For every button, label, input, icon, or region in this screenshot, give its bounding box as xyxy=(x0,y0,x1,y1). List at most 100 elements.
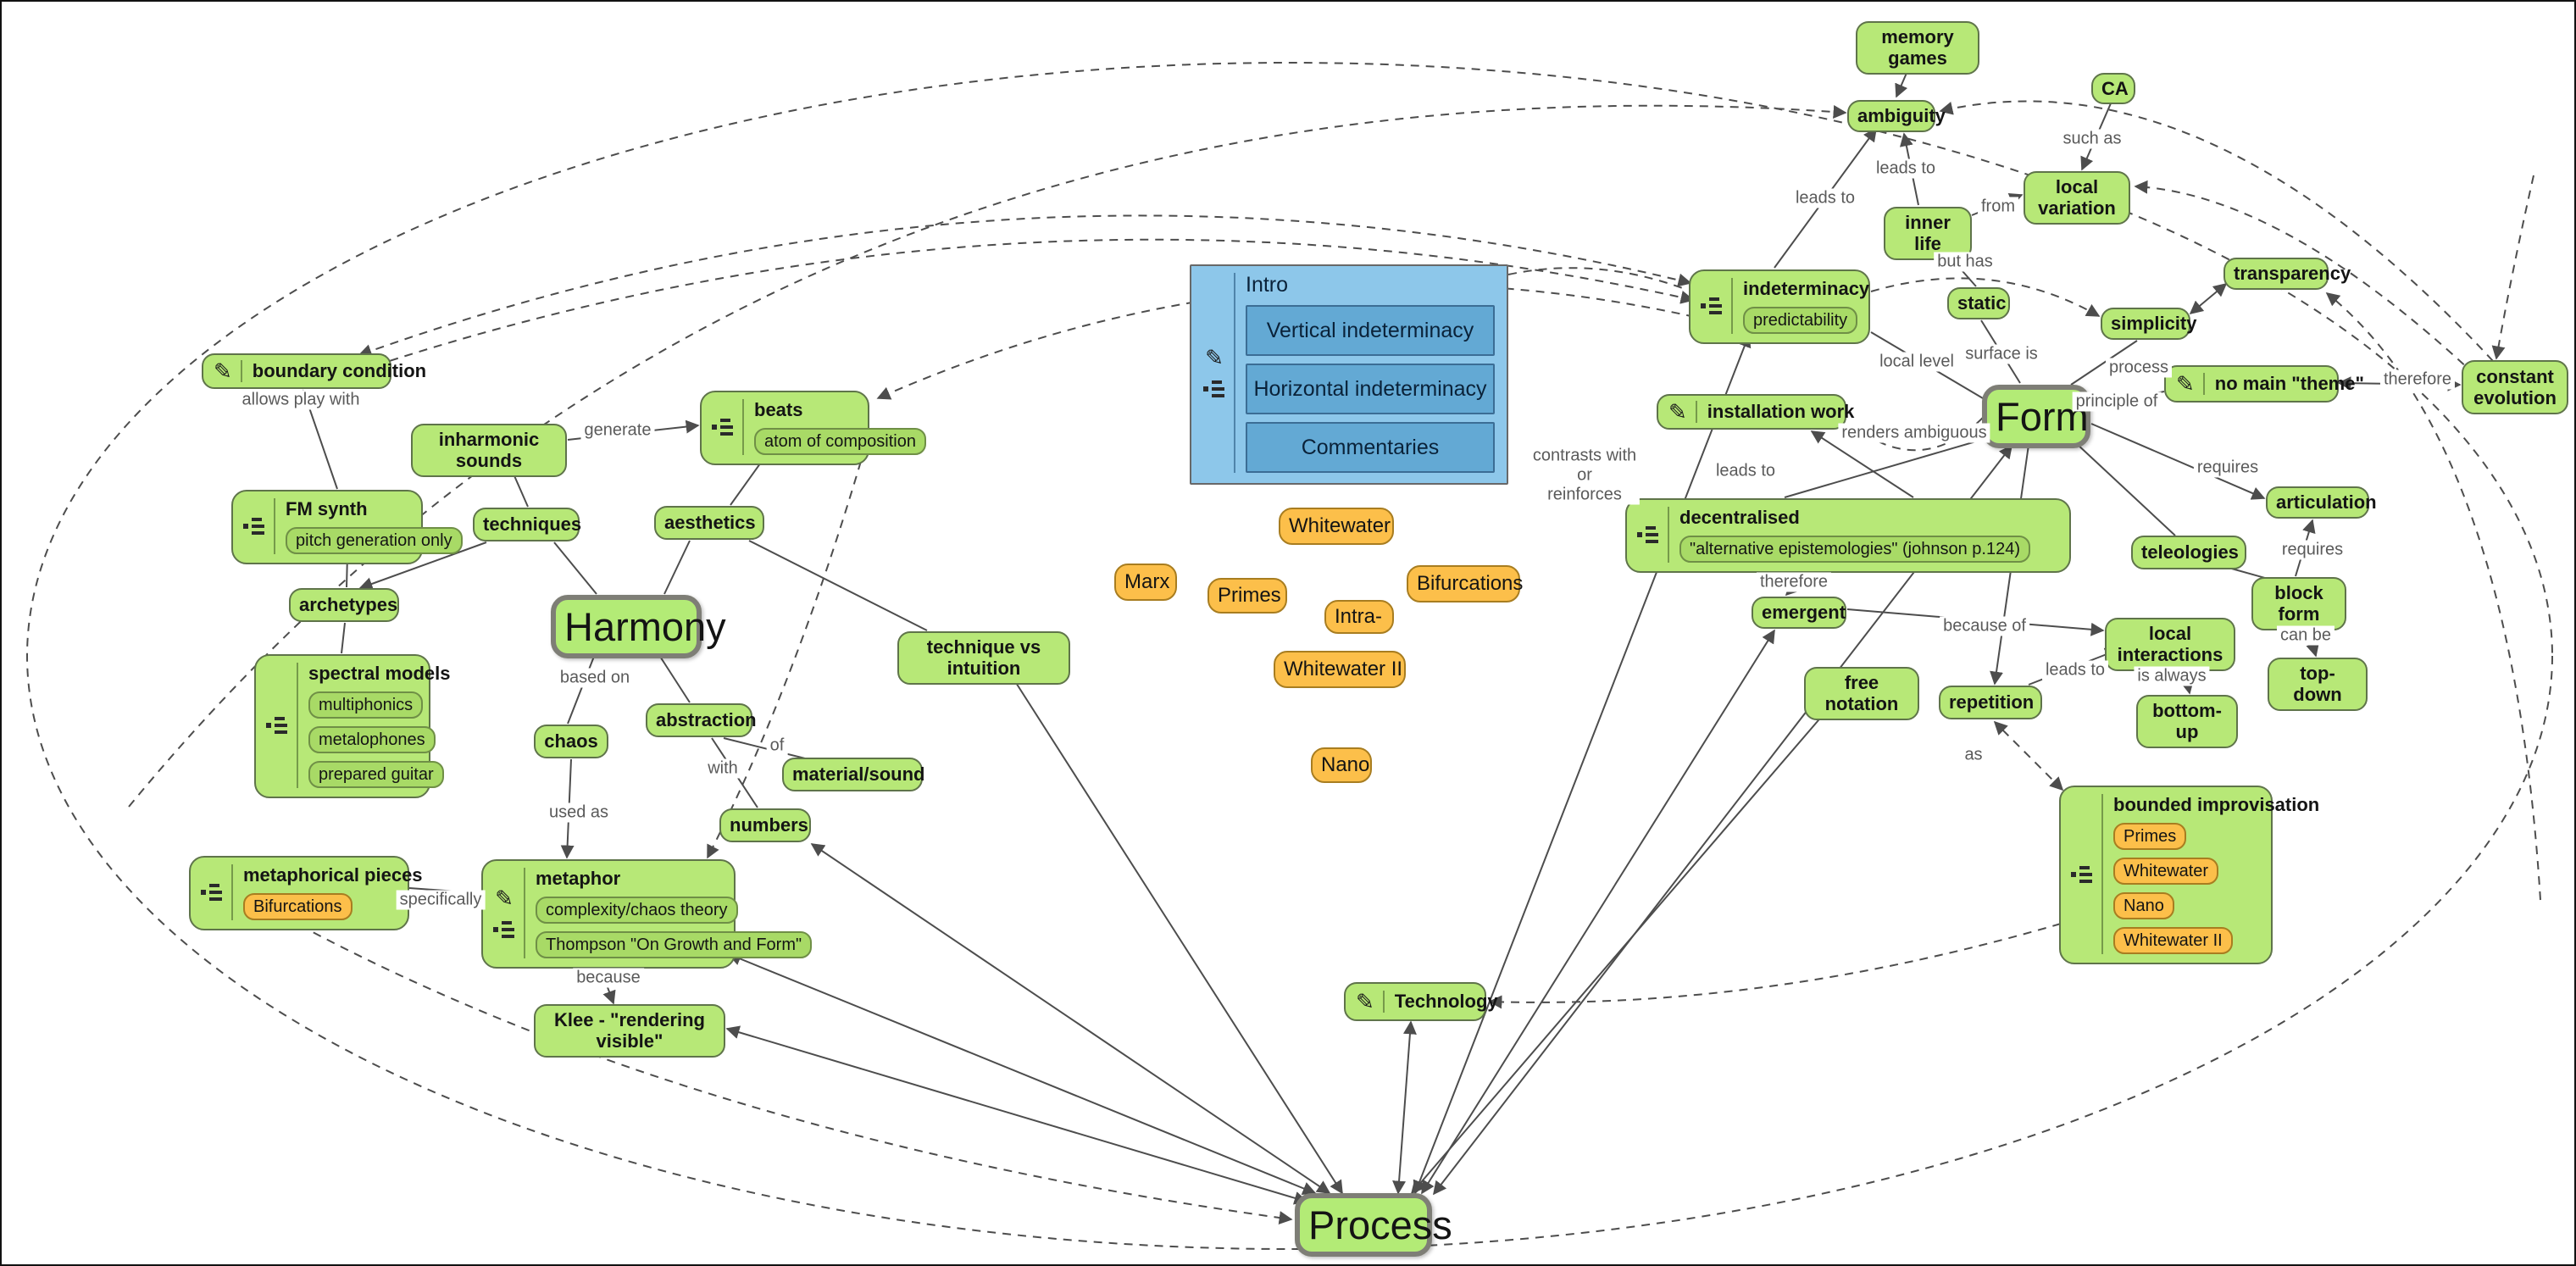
edge-link[interactable] xyxy=(655,649,691,703)
node-simplicity[interactable]: simplicity xyxy=(2101,308,2196,340)
node-nano[interactable]: Nano xyxy=(1311,747,1372,783)
node-bottom-up[interactable]: bottom-up xyxy=(2136,695,2238,748)
child-node[interactable]: atom of composition xyxy=(754,428,926,456)
edge-link[interactable] xyxy=(1392,1020,1417,1195)
node-techniques[interactable]: techniques xyxy=(473,508,581,541)
node-repetition[interactable]: repetition xyxy=(1939,686,2042,719)
edge-link[interactable] xyxy=(1870,277,2101,317)
edge-link[interactable] xyxy=(1507,267,1688,291)
edge-link[interactable] xyxy=(553,541,597,595)
child-node[interactable]: Horizontal indeterminacy xyxy=(1246,363,1495,414)
edge-link[interactable] xyxy=(707,431,870,859)
edge-link[interactable] xyxy=(358,541,487,591)
node-material-sound[interactable]: material/sound xyxy=(782,758,924,791)
node-constant-evolution[interactable]: constant evolution xyxy=(2462,360,2568,414)
edge-link[interactable] xyxy=(1784,438,1985,498)
node-intra[interactable]: Intra- xyxy=(1324,600,1394,634)
edge-link[interactable] xyxy=(725,1025,1308,1205)
node-transparency[interactable]: transparency xyxy=(2223,258,2351,290)
edge-link[interactable] xyxy=(1005,665,1343,1195)
node-marx[interactable]: Marx xyxy=(1114,564,1177,601)
child-node[interactable]: Thompson "On Growth and Form" xyxy=(536,931,813,959)
edge-link[interactable] xyxy=(1993,720,2064,791)
edge-link[interactable] xyxy=(663,540,691,595)
node-teleologies[interactable]: teleologies xyxy=(2131,536,2246,569)
edge-link[interactable] xyxy=(2090,423,2266,500)
child-node[interactable]: Bifurcations xyxy=(243,893,353,921)
node-bifurcations[interactable]: Bifurcations xyxy=(1407,565,1523,602)
node-free-notation[interactable]: free notation xyxy=(1804,667,1919,720)
node-technology[interactable]: Technology xyxy=(1344,982,1498,1021)
edge-link[interactable] xyxy=(299,925,1293,1224)
node-local-variation[interactable]: local variation xyxy=(2024,171,2130,225)
edge-link[interactable] xyxy=(2070,340,2138,386)
child-node[interactable]: multiphonics xyxy=(308,691,424,719)
child-node[interactable]: Nano xyxy=(2113,892,2174,920)
node-emergent[interactable]: emergent xyxy=(1752,597,1846,629)
node-local-interactions[interactable]: local interactions xyxy=(2105,618,2235,671)
node-articulation[interactable]: articulation xyxy=(2266,486,2377,519)
child-node[interactable]: Primes xyxy=(2113,823,2187,851)
edge-link[interactable] xyxy=(1488,923,2062,1009)
child-node[interactable]: Vertical indeterminacy xyxy=(1246,304,1495,356)
node-decentralised[interactable]: decentralised"alternative epistemologies… xyxy=(1625,498,2071,574)
node-numbers[interactable]: numbers xyxy=(719,808,811,842)
node-no-main-theme[interactable]: no main "theme" xyxy=(2164,365,2364,403)
edge-link[interactable] xyxy=(748,540,928,631)
node-whitewater-ii[interactable]: Whitewater II xyxy=(1274,651,1406,688)
node-static[interactable]: static xyxy=(1947,287,2010,319)
node-label: Process xyxy=(1308,1202,1452,1247)
node-archetypes[interactable]: archetypes xyxy=(289,588,399,622)
node-block-form[interactable]: block form xyxy=(2251,577,2346,630)
node-boundary-condition[interactable]: boundary condition xyxy=(202,353,426,389)
edge-link[interactable] xyxy=(1939,100,2494,362)
node-inharmonic-sounds[interactable]: inharmonic sounds xyxy=(411,424,567,477)
child-node[interactable]: prepared guitar xyxy=(308,761,444,789)
child-node[interactable]: complexity/chaos theory xyxy=(536,897,738,925)
child-node[interactable]: pitch generation only xyxy=(286,527,463,555)
edge-link[interactable] xyxy=(2134,180,2509,408)
edge-link[interactable] xyxy=(727,952,1317,1195)
edge-link[interactable] xyxy=(2189,282,2228,315)
edge-link[interactable] xyxy=(2075,442,2176,536)
node-technique-vs-intuition[interactable]: technique vs intuition xyxy=(897,631,1070,685)
edge-link[interactable] xyxy=(375,238,1695,369)
edge-link[interactable] xyxy=(341,622,346,654)
node-klee[interactable]: Klee - "rendering visible" xyxy=(534,1004,725,1058)
edge-link[interactable] xyxy=(723,737,809,760)
edge-link[interactable] xyxy=(2491,175,2534,360)
edge-link[interactable] xyxy=(1421,629,1775,1195)
node-inner-life[interactable]: inner life xyxy=(1884,207,1972,260)
node-whitewater[interactable]: Whitewater xyxy=(1279,508,1394,545)
node-memory-games[interactable]: memory games xyxy=(1856,21,1979,75)
node-process[interactable]: Process xyxy=(1295,1193,1452,1257)
child-node[interactable]: Whitewater II xyxy=(2113,927,2233,955)
edge-link[interactable] xyxy=(26,62,2553,1250)
child-node[interactable]: predictability xyxy=(1743,307,1858,335)
edge-link[interactable] xyxy=(1410,701,1835,1195)
child-node[interactable]: metalophones xyxy=(308,726,436,754)
edge-link[interactable] xyxy=(1413,333,1752,1195)
edge-link[interactable] xyxy=(2325,292,2541,901)
node-aesthetics[interactable]: aesthetics xyxy=(654,506,764,540)
edge-link[interactable] xyxy=(810,843,1331,1194)
node-installation-work[interactable]: installation work xyxy=(1657,394,1854,430)
node-top-down[interactable]: top-down xyxy=(2268,658,2368,711)
child-node[interactable]: Commentaries xyxy=(1246,421,1495,473)
node-harmony[interactable]: Harmony xyxy=(551,595,726,658)
node-primes[interactable]: Primes xyxy=(1208,578,1287,614)
node-ca[interactable]: CA xyxy=(2091,73,2135,105)
node-abstraction[interactable]: abstraction xyxy=(646,703,757,737)
node-ambiguity[interactable]: ambiguity xyxy=(1847,100,1946,132)
child-node[interactable]: Whitewater xyxy=(2113,858,2219,886)
child-node[interactable]: "alternative epistemologies" (johnson p.… xyxy=(1679,536,2030,564)
node-chaos[interactable]: chaos xyxy=(534,725,608,758)
